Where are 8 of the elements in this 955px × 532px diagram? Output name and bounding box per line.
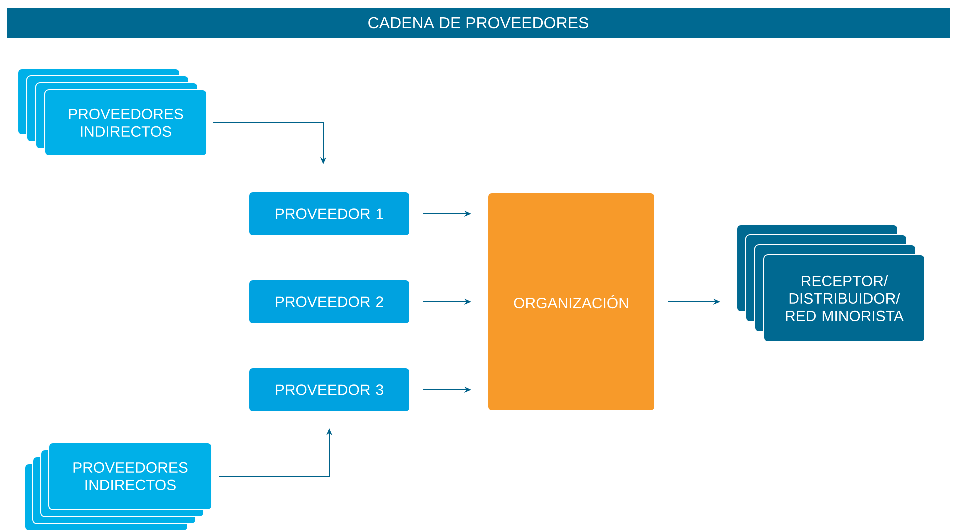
process-box: PROVEEDOR 3 — [248, 368, 410, 412]
stacked-box: RECEPTOR/ DISTRIBUIDOR/ RED MINORISTA — [736, 224, 926, 342]
process-box: PROVEEDOR 1 — [248, 192, 410, 236]
title-bar: CADENA DE PROVEEDORES — [7, 8, 950, 38]
stacked-box: PROVEEDORES INDIRECTOS — [18, 68, 208, 156]
stacked-box: PROVEEDORES INDIRECTOS — [24, 442, 212, 532]
process-box: PROVEEDOR 2 — [248, 280, 410, 324]
organization-box: ORGANIZACIÓN — [488, 192, 656, 412]
